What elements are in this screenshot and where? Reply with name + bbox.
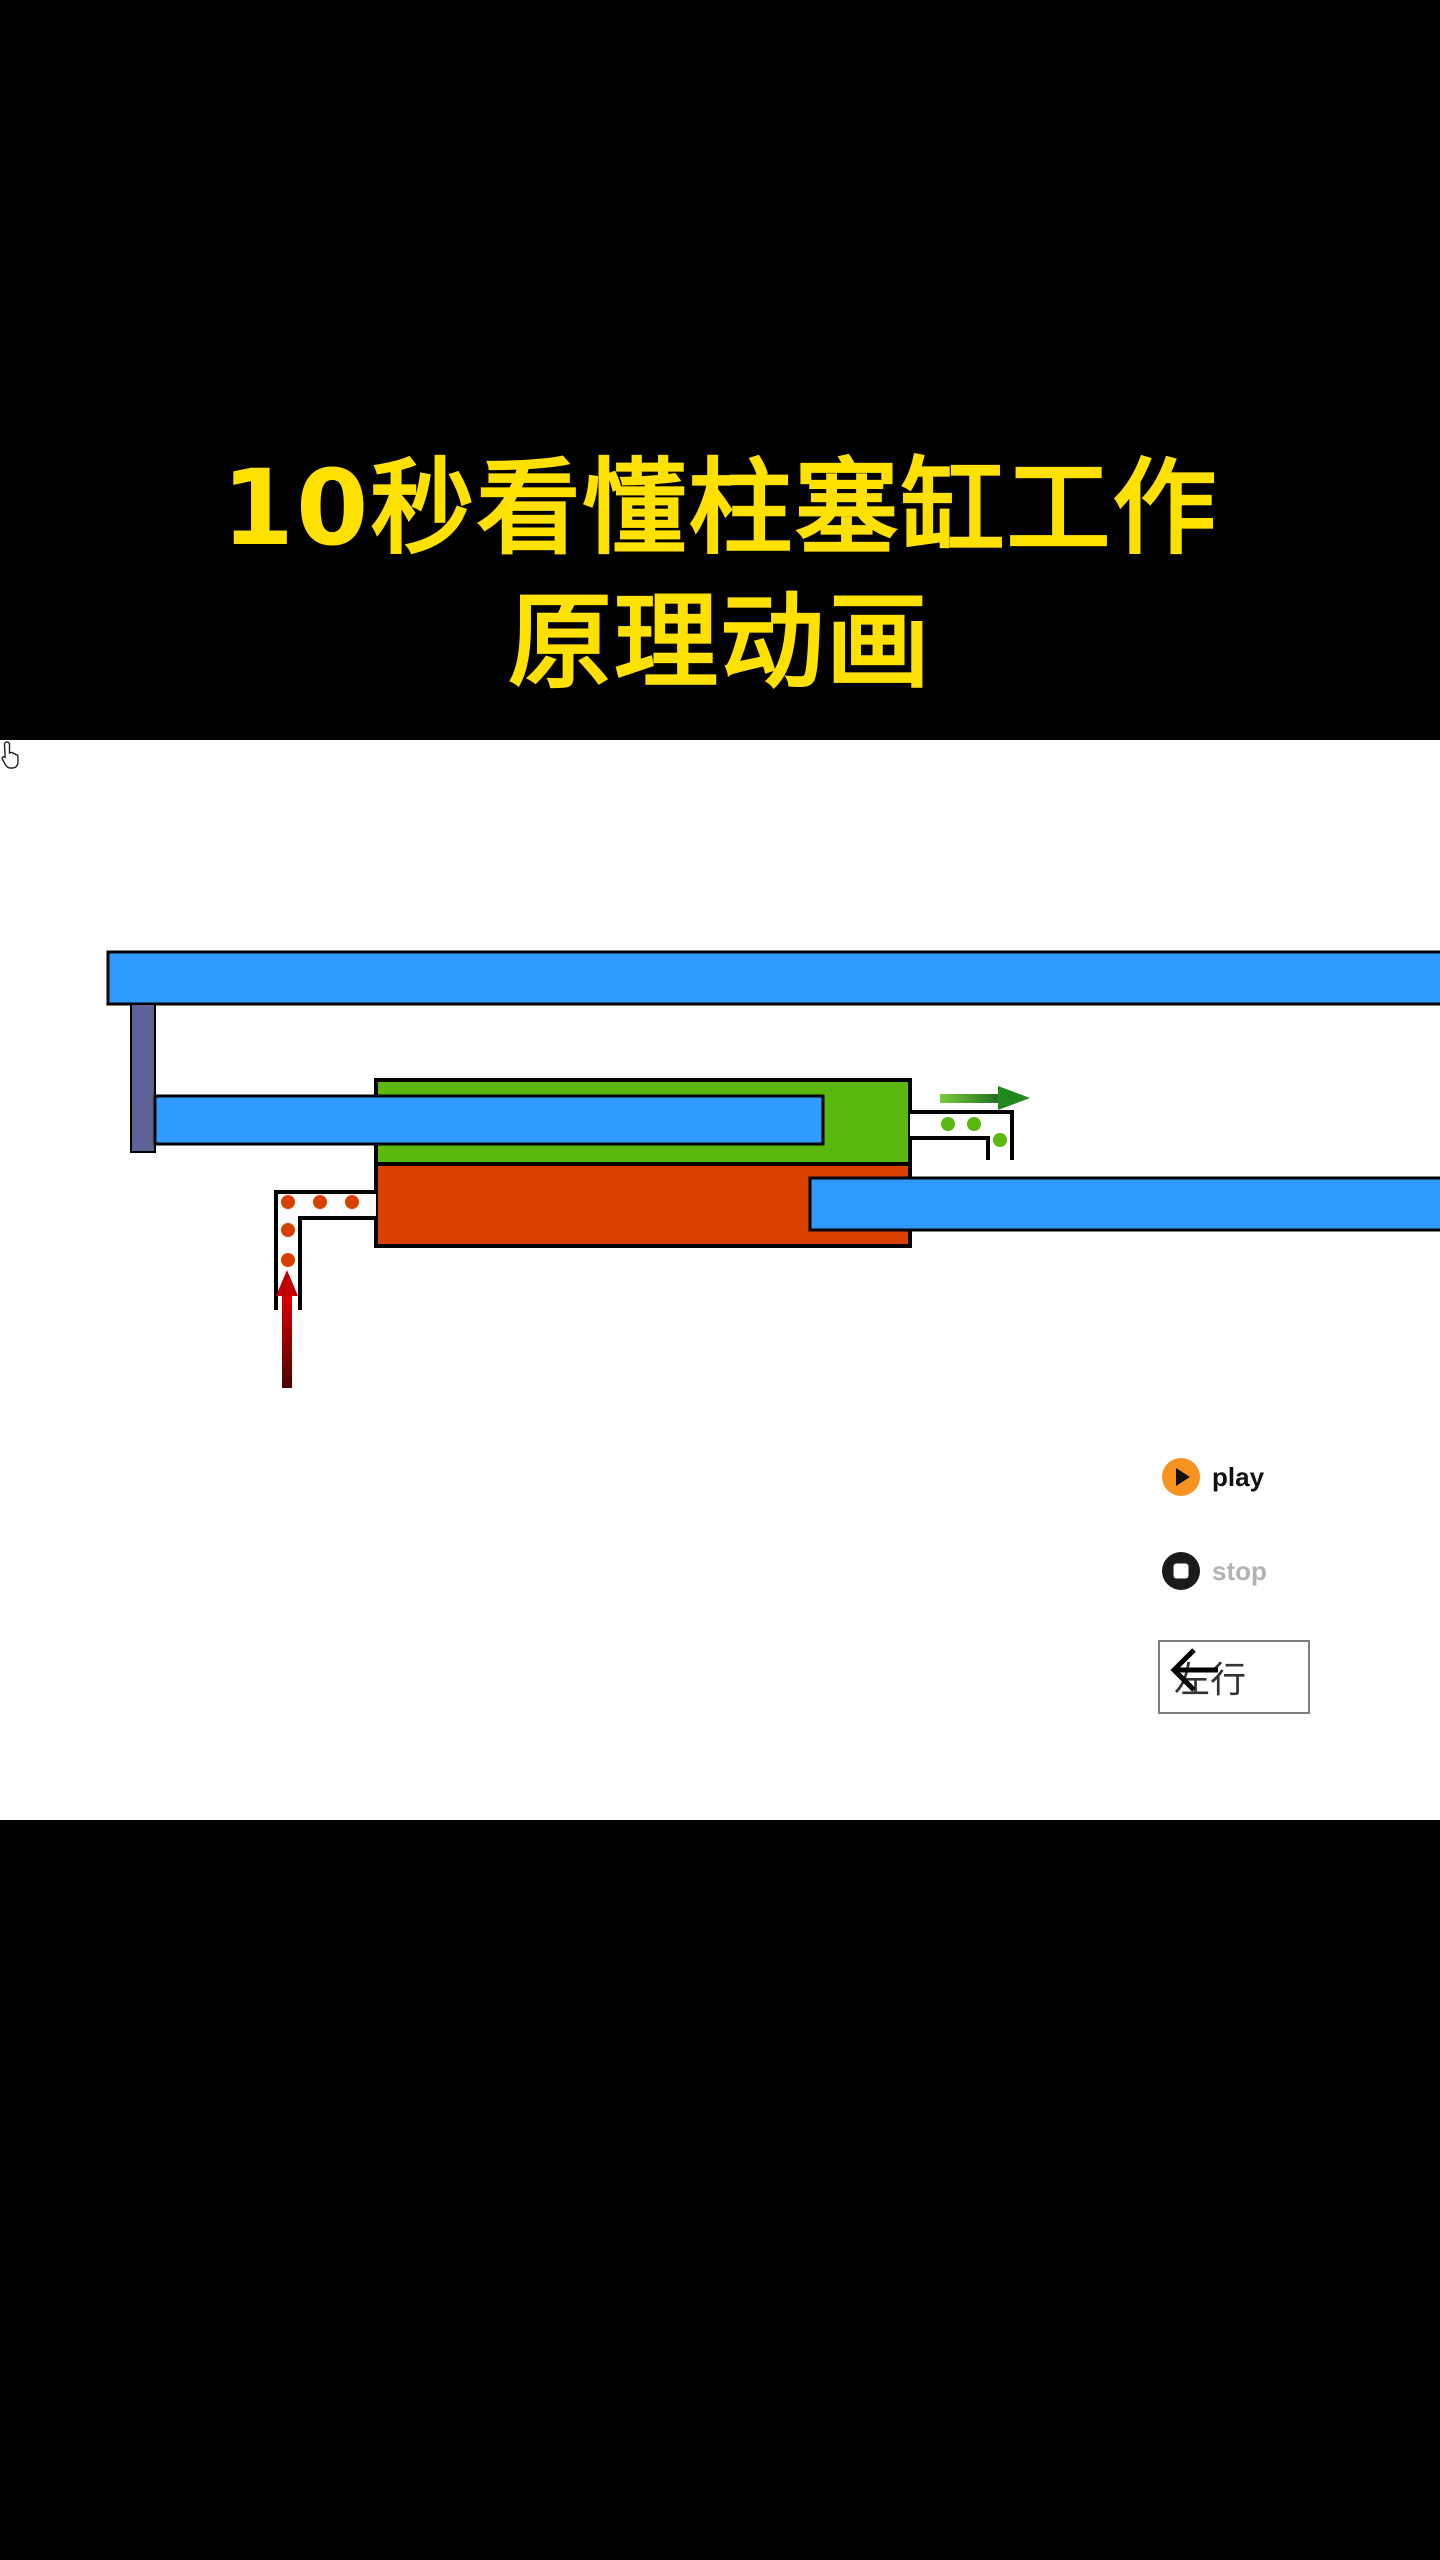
upper-plunger-rod	[153, 1094, 825, 1146]
play-label: play	[1212, 1461, 1265, 1492]
inlet-pipe	[274, 1190, 376, 1310]
outflow-drop	[941, 1117, 955, 1131]
top-beam	[106, 950, 1440, 1006]
inflow-drop	[281, 1195, 295, 1209]
stop-button[interactable]: stop	[1162, 1552, 1267, 1590]
inflow-arrow	[276, 1270, 298, 1388]
arrow-left-icon	[1170, 1648, 1218, 1692]
move-left-button[interactable]: 左行	[1158, 1640, 1310, 1714]
play-button[interactable]: play	[1162, 1458, 1264, 1496]
inflow-drop	[281, 1253, 295, 1267]
plunger-cylinder-diagram	[106, 950, 1440, 1388]
stop-icon	[1162, 1552, 1200, 1590]
outflow-drop	[993, 1133, 1007, 1147]
outflow-drop	[967, 1117, 981, 1131]
play-icon	[1162, 1458, 1200, 1496]
inflow-drop	[313, 1195, 327, 1209]
hand-cursor-icon	[1, 741, 19, 769]
lower-plunger-rod	[808, 1176, 1440, 1232]
title-line-2: 原理动画	[507, 581, 932, 703]
inflow-drop	[345, 1195, 359, 1209]
animation-stage: play stop 左行	[0, 740, 1440, 1820]
stop-label: stop	[1212, 1555, 1267, 1586]
mount-bracket	[130, 1003, 156, 1153]
outflow-arrow	[940, 1086, 1030, 1110]
inflow-drop	[281, 1223, 295, 1237]
outlet-pipe	[910, 1110, 1014, 1160]
title-line-1: 10秒看懂柱塞缸工作	[221, 447, 1219, 569]
